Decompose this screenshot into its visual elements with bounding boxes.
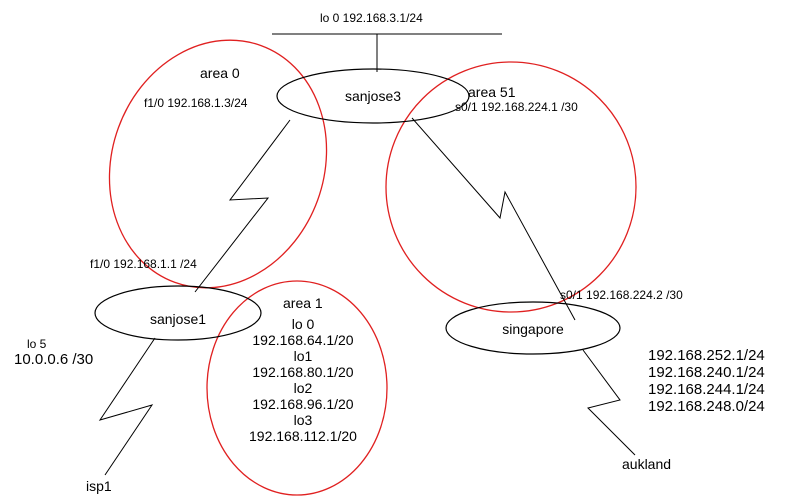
area1-loopback-line: lo3 (294, 412, 313, 428)
area1-loopback-line: 192.168.80.1/20 (252, 364, 353, 380)
router-sanjose1-outline (94, 285, 262, 341)
singapore-network: 192.168.248.0/24 (648, 398, 765, 415)
router-isp1-label: isp1 (86, 478, 112, 494)
area-51-outline (385, 61, 637, 313)
area-1-label: area 1 (283, 295, 323, 311)
link-singapore-aukland (582, 349, 636, 456)
sanjose1-lo5-address: 10.0.0.6 /30 (14, 351, 93, 368)
router-sanjose3-outline (276, 68, 470, 124)
router-singapore-outline (445, 301, 621, 355)
area-0-outline (108, 39, 328, 289)
area-1-outline (206, 280, 388, 496)
router-aukland-label: aukland (622, 456, 671, 472)
sanjose3-f10-label: f1/0 192.168.1.3/24 (144, 96, 248, 110)
link-sanjose1-isp1 (98, 337, 156, 476)
top-loopback-label: lo 0 192.168.3.1/24 (320, 11, 423, 25)
sanjose1-f10-label: f1/0 192.168.1.1 /24 (90, 257, 197, 271)
singapore-network: 192.168.240.1/24 (648, 364, 765, 381)
router-sanjose3-label: sanjose3 (345, 88, 401, 104)
sanjose3-s01-label: s0/1 192.168.224.1 /30 (455, 100, 578, 114)
singapore-s01-label: s0/1 192.168.224.2 /30 (560, 288, 683, 302)
link-sanjose3-sanjose1 (194, 119, 291, 293)
singapore-network: 192.168.244.1/24 (648, 381, 765, 398)
router-singapore-label: singapore (502, 321, 564, 337)
area-0-label: area 0 (200, 65, 240, 81)
link-sanjose3-singapore (411, 117, 576, 321)
area1-loopback-line: lo 0 (292, 316, 315, 332)
sanjose1-lo5-name: lo 5 (27, 337, 47, 351)
area-51-label: area 51 (468, 84, 516, 100)
area1-loopback-line: 192.168.64.1/20 (252, 332, 353, 348)
area1-loopback-line: lo1 (294, 348, 313, 364)
area1-loopback-line: 192.168.96.1/20 (252, 396, 353, 412)
router-sanjose1-label: sanjose1 (150, 311, 206, 327)
singapore-network: 192.168.252.1/24 (648, 347, 765, 364)
area1-loopback-line: lo2 (294, 380, 313, 396)
area1-loopback-line: 192.168.112.1/20 (249, 428, 357, 444)
